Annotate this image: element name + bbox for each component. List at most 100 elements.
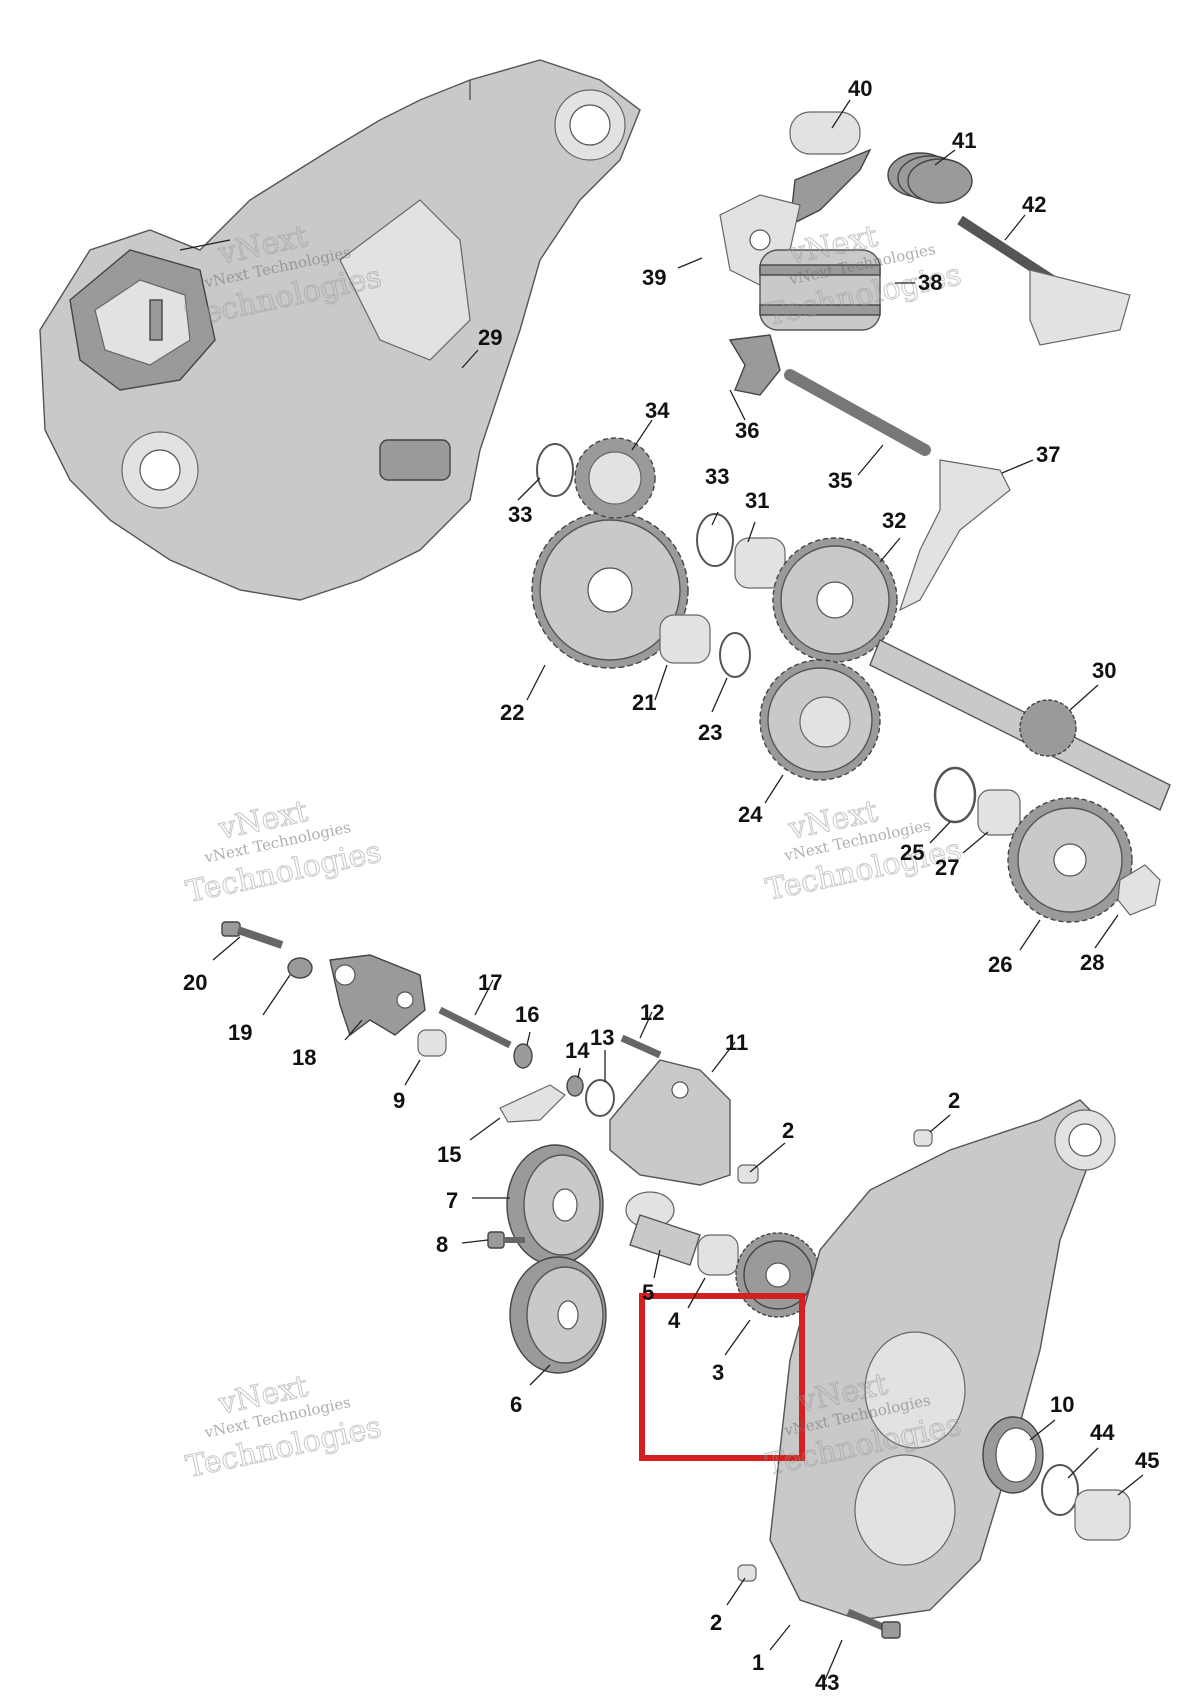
shift-sector [789,111,872,227]
callout-1: 1 [752,1650,764,1675]
callout-22: 22 [500,700,524,725]
callout-38: 38 [918,270,942,295]
callout-21: 21 [632,690,656,715]
crankcase-left [39,59,641,601]
oring-44 [1041,1464,1079,1516]
callout-3: 3 [712,1360,724,1385]
arm-15 [499,1084,566,1123]
callout-32: 32 [882,508,906,533]
gear-26 [1007,797,1133,923]
callout-2b: 2 [948,1088,960,1113]
bushing-9 [417,1029,447,1057]
circlip-33b [696,513,734,567]
callout-41: 41 [952,128,976,153]
bushing-4 [697,1234,739,1276]
callout-9: 9 [393,1088,405,1113]
callout-37: 37 [1036,442,1060,467]
callout-29: 29 [478,325,502,350]
callout-7: 7 [446,1188,458,1213]
shift-drum [759,249,881,331]
callout-42: 42 [1022,192,1046,217]
callout-33b: 33 [705,464,729,489]
shift-fork-large [898,459,1011,612]
highlight-box [639,1293,805,1461]
bolt-43 [846,1608,901,1639]
dowel-2c [737,1564,757,1582]
detent-plate [719,194,801,286]
shift-shaft [957,215,1131,346]
gear-32 [772,537,898,663]
callout-23: 23 [698,720,722,745]
callout-2c: 2 [710,1610,722,1635]
callout-44: 44 [1090,1420,1115,1445]
crankcase-cover [769,1099,1116,1621]
spring-13 [585,1079,615,1117]
callout-39: 39 [642,265,666,290]
callout-43: 43 [815,1670,839,1695]
shift-fork-small [728,334,781,396]
bushing-27 [977,789,1021,836]
watermark-bottom-left: vNext vNext Technologies Technologies [183,1368,385,1485]
cover-11 [609,1059,731,1186]
callout-31: 31 [745,488,769,513]
callout-40: 40 [848,76,872,101]
callout-5: 5 [642,1280,654,1305]
callout-12: 12 [640,1000,664,1025]
dowel-2b [913,1129,933,1147]
callout-35: 35 [828,468,852,493]
washer-16 [513,1043,533,1069]
callout-25: 25 [900,840,924,865]
callout-15: 15 [437,1142,461,1167]
callout-17: 17 [478,970,502,995]
output-shaft-30 [869,639,1171,811]
watermark-mid-right: vNext vNext Technologies Technologies [762,793,964,908]
seal-10 [982,1416,1044,1494]
shift-spring [887,152,973,204]
callout-20: 20 [183,970,207,995]
washer-25 [933,766,977,824]
callout-4: 4 [668,1308,681,1333]
callout-28: 28 [1080,950,1104,975]
callout-24: 24 [738,802,763,827]
callout-13: 13 [590,1025,614,1050]
callout-27: 27 [935,855,959,880]
bolt-17 [438,1006,512,1049]
bushing-45 [1074,1489,1131,1541]
flywheel-7 [506,1144,604,1266]
watermark-mid-left: vNext vNext Technologies Technologies [183,793,385,910]
bolt-20 [221,921,284,949]
leader-lines [212,99,1144,1681]
callout-18: 18 [292,1045,316,1070]
callout-11: 11 [725,1030,748,1055]
callout-6: 6 [510,1392,522,1417]
callout-34: 34 [645,398,670,423]
callout-19: 19 [228,1020,252,1045]
washer-14 [566,1075,584,1097]
flywheel-6 [509,1256,607,1374]
callout-30: 30 [1092,658,1116,683]
gear-34 [574,437,656,519]
gear-24 [759,659,881,781]
bolt-12 [620,1034,662,1059]
callout-8: 8 [436,1232,448,1257]
circlip-33a [536,443,574,497]
circlip-23 [719,632,751,678]
fork-shaft [784,369,931,456]
washer-19 [287,957,313,979]
callout-33a: 33 [508,502,532,527]
lever-18 [329,954,426,1037]
callout-14: 14 [565,1038,590,1063]
gear-22 [531,511,689,669]
callout-26: 26 [988,952,1012,977]
shaft-5 [625,1191,701,1266]
callout-2a: 2 [782,1118,794,1143]
callout-45: 45 [1135,1448,1159,1473]
thrust-washer-28 [1117,864,1161,916]
callout-labels: 40 41 42 39 38 29 34 36 37 33 33 31 35 3… [183,76,1159,1695]
bushing-21 [659,614,711,664]
callout-16: 16 [515,1002,539,1027]
callout-36: 36 [735,418,759,443]
callout-10: 10 [1050,1392,1074,1417]
